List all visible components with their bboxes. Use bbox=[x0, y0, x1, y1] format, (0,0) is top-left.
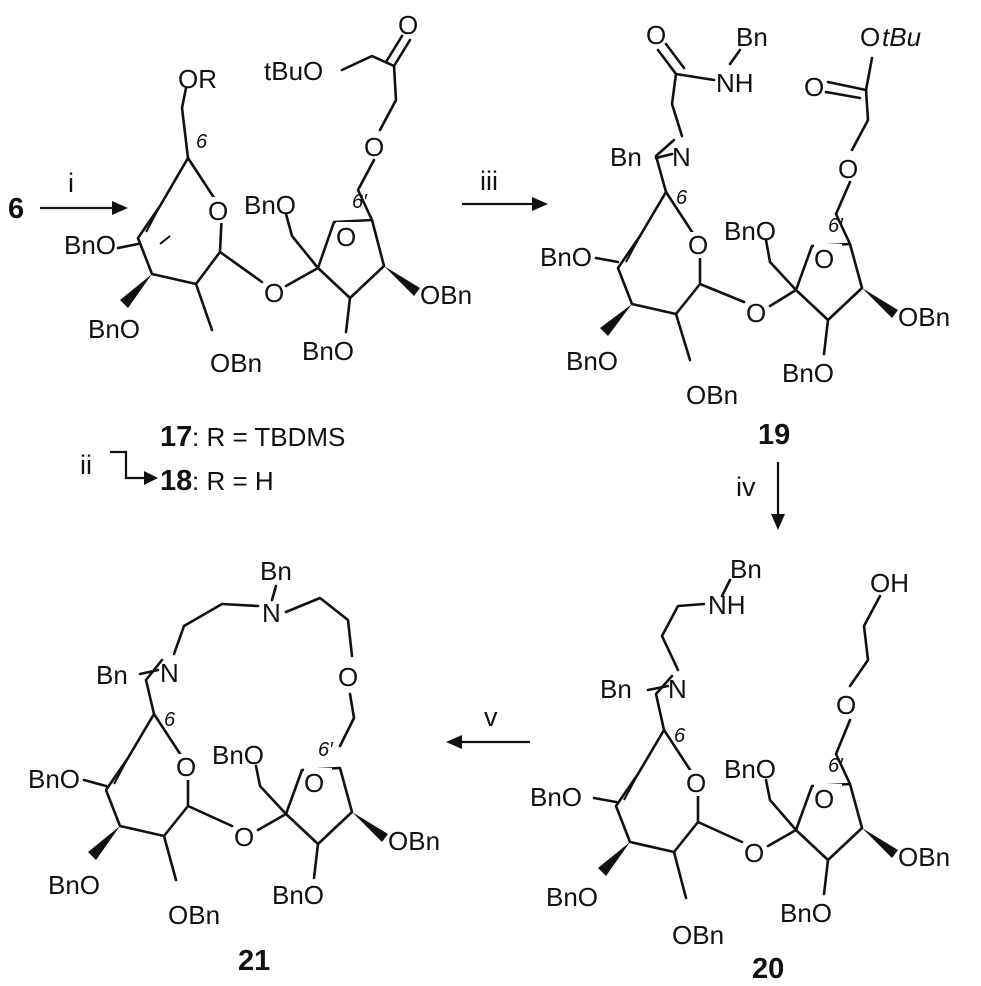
arrow-head bbox=[532, 197, 548, 211]
bno-c3: BnO bbox=[566, 346, 618, 376]
bn-label: Bn bbox=[600, 674, 632, 704]
arrow-head bbox=[144, 471, 158, 485]
position-6: 6 bbox=[674, 725, 686, 747]
obn-c3p: OBn bbox=[420, 280, 472, 310]
arrow-head bbox=[771, 514, 785, 530]
obn-c3p: OBn bbox=[898, 842, 950, 872]
tbu-label: tBu bbox=[882, 22, 921, 52]
bno-c3: BnO bbox=[88, 314, 140, 344]
glycosidic-oxygen: O bbox=[744, 838, 764, 868]
amine-nh: NH bbox=[708, 590, 746, 620]
furanose-oxygen: O bbox=[814, 244, 834, 274]
glycosidic-oxygen: O bbox=[746, 298, 766, 328]
reagent-v: v bbox=[484, 702, 498, 732]
obn-c3p: OBn bbox=[388, 826, 440, 856]
bno-c4p: BnO bbox=[782, 358, 834, 388]
furanose-oxygen: O bbox=[336, 222, 356, 252]
bno-c3: BnO bbox=[48, 870, 100, 900]
compound-19-label: 19 bbox=[758, 419, 790, 451]
ring-oxygen: O bbox=[208, 196, 228, 226]
compound-21-label: 21 bbox=[238, 945, 270, 977]
arrow-step-ii bbox=[110, 450, 148, 480]
amine-n: N bbox=[672, 142, 691, 172]
bno-c4: BnO bbox=[530, 782, 582, 812]
glycosidic-oxygen: O bbox=[234, 822, 254, 852]
glycosidic-oxygen: O bbox=[264, 278, 284, 308]
amide-nh: NH bbox=[716, 68, 754, 98]
bn-label: Bn bbox=[736, 22, 768, 52]
bn-label: Bn bbox=[260, 556, 292, 586]
position-6: 6 bbox=[196, 131, 208, 153]
obn-c2: OBn bbox=[672, 920, 724, 950]
position-6: 6 bbox=[676, 187, 688, 209]
position-6p: 6′ bbox=[828, 215, 844, 237]
bno-c4p: BnO bbox=[780, 898, 832, 928]
bno-c1p: BnO bbox=[212, 740, 264, 770]
ester-oxygen: O bbox=[860, 22, 880, 52]
ring-oxygen: O bbox=[686, 768, 706, 798]
tbuo-label: tBuO bbox=[264, 56, 323, 86]
reagent-i: i bbox=[68, 168, 74, 198]
amine-n: N bbox=[262, 598, 281, 628]
amine-n: N bbox=[668, 674, 687, 704]
amide-oxygen: O bbox=[646, 20, 666, 50]
bno-c3: BnO bbox=[546, 882, 598, 912]
hydroxyl-oh: OH bbox=[870, 568, 909, 598]
reagent-iii: iii bbox=[480, 166, 498, 196]
bno-c1p: BnO bbox=[724, 754, 776, 784]
ether-oxygen: O bbox=[338, 662, 358, 692]
arrow-head bbox=[446, 735, 462, 749]
start-compound-label: 6 bbox=[8, 193, 24, 225]
compound-18-label: 18 bbox=[160, 465, 192, 497]
arrow-head bbox=[112, 201, 128, 215]
carbonyl-oxygen: O bbox=[398, 10, 418, 40]
obn-c2: OBn bbox=[168, 900, 220, 930]
compound-19-structure: O 6 Bn N O NH Bn BnO BnO OBn O O BnO 6′ bbox=[540, 20, 950, 410]
furanose-oxygen: O bbox=[304, 768, 324, 798]
substituent-18: : R = H bbox=[192, 466, 274, 496]
reagent-ii: ii bbox=[80, 450, 92, 480]
ether-oxygen: O bbox=[836, 690, 856, 720]
ring-oxygen: O bbox=[176, 752, 196, 782]
position-6: 6 bbox=[164, 709, 176, 731]
position-6p: 6′ bbox=[828, 755, 844, 777]
reagent-iv: iv bbox=[736, 472, 756, 502]
compound-17-label: 17 bbox=[160, 421, 192, 453]
obn-c3p: OBn bbox=[898, 302, 950, 332]
compound-21-structure: O 6 Bn N N Bn O BnO BnO OBn O O BnO 6′ O… bbox=[28, 556, 440, 930]
substituent-17: : R = TBDMS bbox=[192, 422, 345, 452]
amine-n: N bbox=[160, 658, 179, 688]
bno-c4p: BnO bbox=[302, 336, 354, 366]
bno-c4p: BnO bbox=[272, 880, 324, 910]
ether-oxygen: O bbox=[364, 132, 384, 162]
bn-label: Bn bbox=[730, 554, 762, 584]
bno-c4: BnO bbox=[540, 242, 592, 272]
position-6p: 6′ bbox=[318, 739, 334, 761]
bno-c4: BnO bbox=[28, 764, 80, 794]
bno-c4: BnO bbox=[64, 230, 116, 260]
compound-20-label: 20 bbox=[752, 953, 784, 985]
bno-c1p: BnO bbox=[244, 190, 296, 220]
obn-c2: OBn bbox=[210, 348, 262, 378]
or-label: OR bbox=[178, 64, 217, 94]
compound-17-structure: O OR 6 BnO BnO OBn O O BnO 6′ O tBuO bbox=[64, 10, 472, 378]
ring-oxygen: O bbox=[688, 230, 708, 260]
furanose-oxygen: O bbox=[814, 784, 834, 814]
bn-label: Bn bbox=[96, 660, 128, 690]
obn-c2: OBn bbox=[686, 380, 738, 410]
ether-oxygen: O bbox=[838, 154, 858, 184]
bn-label: Bn bbox=[610, 142, 642, 172]
position-6p: 6′ bbox=[352, 191, 368, 213]
ester-oxygen: O bbox=[804, 72, 824, 102]
bno-c1p: BnO bbox=[724, 216, 776, 246]
compound-20-structure: O 6 Bn N NH Bn BnO BnO OBn O O BnO 6′ O … bbox=[530, 554, 950, 950]
